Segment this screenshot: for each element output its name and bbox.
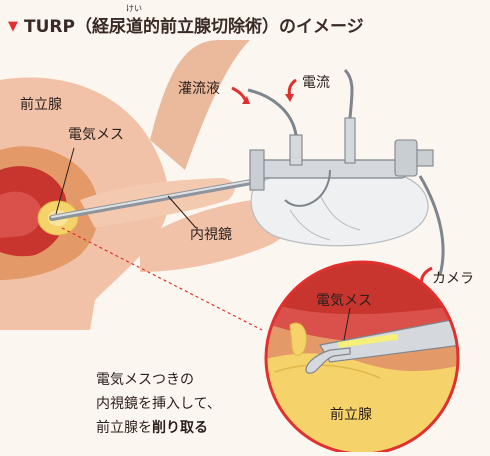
zoom-connector [61,227,263,331]
zoom-tissue-chip [289,322,307,356]
label-electric-knife: 電気メス [68,127,124,143]
body-shadow [150,40,250,170]
caption-line-1: 電気メスつきの [96,372,194,388]
label-endoscope: 内視鏡 [190,227,232,243]
label-camera: カメラ [432,271,474,287]
label-irrigation: 灌流液 [178,81,220,97]
page-title: ▼TURP（経尿道的前立腺切除術）のイメージ [8,17,364,37]
zoom-circle [266,262,458,454]
zoom-knife-pointer [343,307,351,341]
endoscope-pointer [167,195,197,229]
caption: 電気メスつきの 内視鏡を挿入して、 前立腺を削り取る [96,368,221,440]
caption-line-3: 前立腺を削り取る [96,416,221,440]
current-arrow [287,78,297,97]
caption-line-3-pre: 前立腺を [96,420,152,436]
caption-line-2: 内視鏡を挿入して、 [96,396,221,412]
inner-red-highlight [0,191,42,238]
label-current: 電流 [302,75,330,91]
label-zoom-knife: 電気メス [316,293,372,309]
title-triangle-icon: ▼ [8,19,18,34]
label-prostate: 前立腺 [20,97,62,113]
zoom-knife-glow [338,333,399,348]
irrigation-arrow [231,86,248,103]
irrigation-tube [247,88,298,136]
zoom-knife-loop [305,347,351,374]
title-ruby: けい [126,4,142,13]
zoom-prostate [266,353,458,454]
caption-line-3-bold: 削り取る [152,420,208,436]
label-zoom-prostate: 前立腺 [330,407,372,423]
current-cable [343,68,354,119]
knife-pointer [55,147,75,215]
camera-cable [418,175,445,276]
